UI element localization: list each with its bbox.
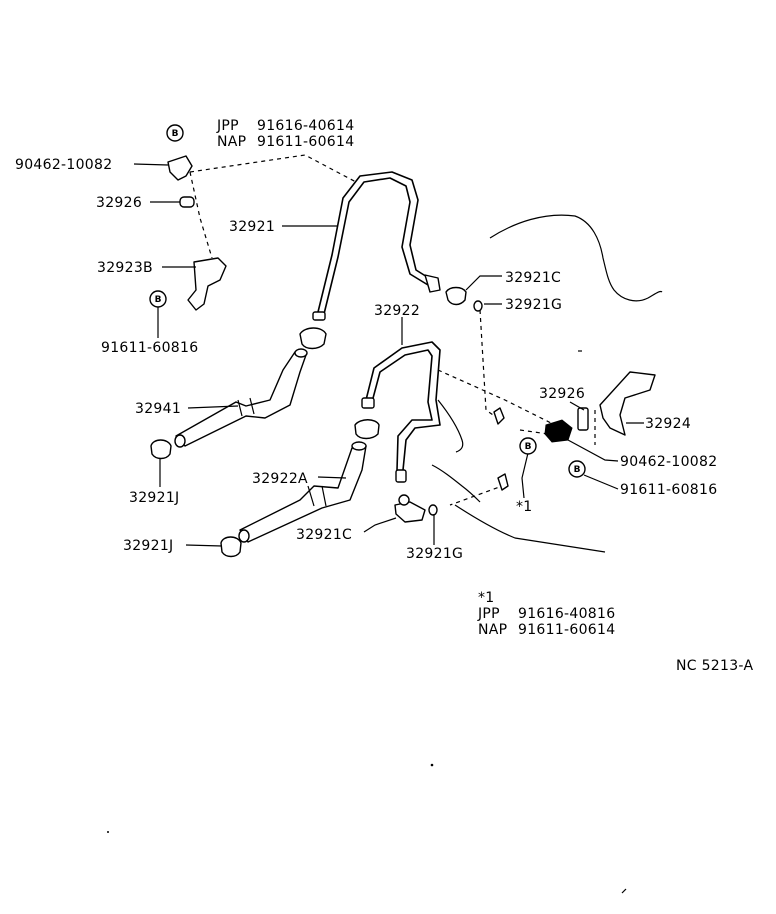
label-32923B: 32923B [97,260,153,276]
hose-32941 [174,348,308,448]
label-32921G-upper: 32921G [505,297,562,313]
clip-right-icon [544,419,573,443]
left-bracket-group [167,155,227,311]
engine-outline [431,214,663,553]
label-32922: 32922 [374,303,420,319]
label-90462-right: 90462-10082 [620,454,717,470]
label-32921J-lower: 32921J [123,538,173,554]
hose-32922A [238,441,367,543]
badge-left: B [155,295,162,305]
top-note-code-2: NAP [217,134,246,150]
bracket-icon [187,257,227,311]
scan-specks [107,763,627,894]
callout-labels: 90462-10082 32926 32921 32923B 91611-608… [15,157,717,562]
bottom-note: *1 JPP 91616-40816 NAP 91611-60614 [477,590,615,638]
label-32922A: 32922A [252,471,308,487]
grommet-icon [179,196,195,208]
top-note-code-1: JPP [216,118,239,134]
assembly-guides [189,154,596,506]
badge-mid: B [525,442,532,452]
top-note-part-2: 91611-60614 [257,134,354,150]
label-32924: 32924 [645,416,691,432]
clip-icon [167,155,193,181]
label-32921C-upper: 32921C [505,270,561,286]
pipe-32922 [361,341,441,483]
leader-lines [133,163,644,547]
label-90462-left: 90462-10082 [15,157,112,173]
label-star1: *1 [516,499,533,515]
label-91611-left: 91611-60816 [101,340,198,356]
bolt-badge-icon [166,124,184,142]
badge-right: B [574,465,581,475]
label-32921: 32921 [229,219,275,235]
label-91611-right: 91611-60816 [620,482,717,498]
right-bracket-group [493,371,656,491]
top-note-badge: B [172,129,179,139]
figure-id: NC 5213-A [676,658,753,674]
label-32926-left: 32926 [96,195,142,211]
label-32921J-upper: 32921J [129,490,179,506]
bottom-note-marker: *1 [478,590,495,606]
top-note: B JPP 91616-40614 NAP 91611-60614 [166,118,354,150]
clamps [150,286,483,558]
label-32941: 32941 [135,401,181,417]
bottom-note-code-2: NAP [478,622,507,638]
b-badges: B B B [149,290,586,478]
label-32921G-lower: 32921G [406,546,463,562]
label-32926-right: 32926 [539,386,585,402]
bottom-note-code-1: JPP [477,606,500,622]
bracket-32924-icon [599,371,656,436]
label-32921C-lower: 32921C [296,527,352,543]
bottom-note-part-2: 91611-60614 [518,622,615,638]
pipe-32921 [312,171,441,321]
clamp-icon [299,327,327,350]
grommet-right-icon [577,407,589,431]
bottom-note-part-1: 91616-40816 [518,606,615,622]
top-note-part-1: 91616-40614 [257,118,354,134]
